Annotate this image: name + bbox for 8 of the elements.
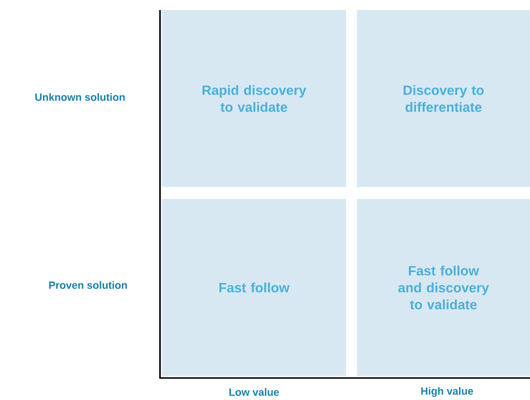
axis-label: Low value bbox=[229, 388, 279, 396]
quadrant-box: Rapid discovery to validate bbox=[162, 10, 346, 187]
axis-label: Unknown solution bbox=[35, 93, 125, 101]
quadrant-box: Discovery to differentiate bbox=[357, 10, 530, 187]
axis-label: High value bbox=[421, 387, 474, 397]
quadrant-box: Fast follow bbox=[162, 199, 346, 376]
quadrant-box: Fast follow and discovery to validate bbox=[357, 199, 530, 376]
axis-label: Proven solution bbox=[49, 281, 127, 289]
